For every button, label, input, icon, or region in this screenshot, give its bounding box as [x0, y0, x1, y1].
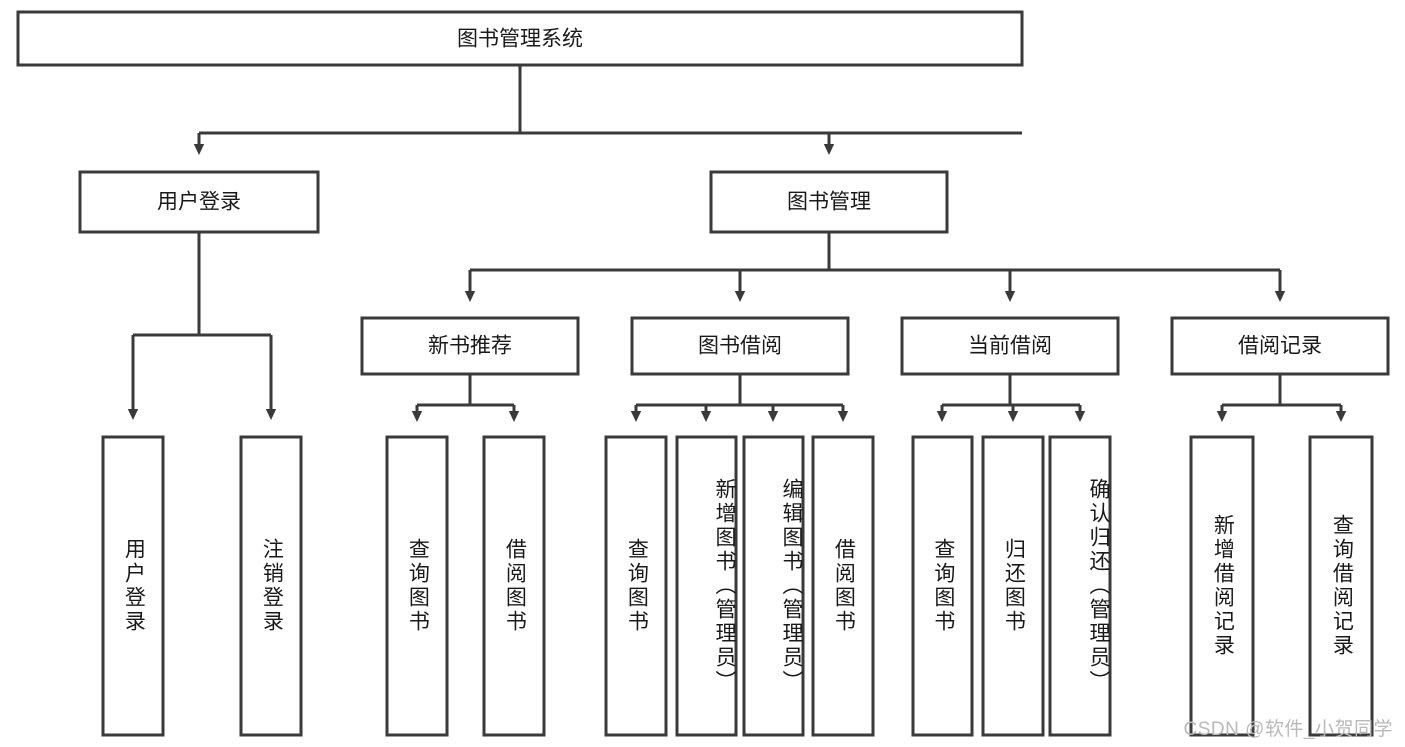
watermark: CSDN @软件_小贺同学 [1183, 719, 1393, 740]
leaf-box[interactable] [604, 435, 668, 737]
node-root-label: 图书管理系统 [457, 28, 583, 51]
connector-bookmgmt-to-level3 [464, 232, 1286, 302]
leaf-box[interactable] [911, 435, 974, 737]
leaf-box[interactable] [101, 435, 165, 737]
leaf-box[interactable] [742, 435, 805, 737]
node-user-login-label: 用户登录 [157, 191, 241, 214]
connector-current-to-leaves [936, 374, 1086, 422]
leaf-boxes [101, 435, 1374, 737]
leaf-box[interactable] [482, 435, 546, 737]
leaf-box[interactable] [239, 435, 303, 737]
node-new-book-recommend[interactable]: 新书推荐 [360, 316, 580, 376]
node-root[interactable]: 图书管理系统 [16, 10, 1024, 67]
leaf-box[interactable] [1308, 435, 1374, 737]
connector-userlogin-to-leaves [127, 232, 277, 420]
node-new-book-recommend-label: 新书推荐 [428, 335, 512, 358]
leaf-box[interactable] [385, 435, 449, 737]
connector-newbook-to-leaves [411, 374, 520, 422]
node-current-borrow[interactable]: 当前借阅 [900, 316, 1120, 376]
node-book-management-label: 图书管理 [787, 191, 871, 214]
node-user-login[interactable]: 用户登录 [78, 170, 320, 234]
connector-borrow-to-leaves [630, 374, 849, 422]
leaf-box[interactable] [1189, 435, 1255, 737]
node-book-borrow-label: 图书借阅 [698, 335, 782, 358]
node-current-borrow-label: 当前借阅 [968, 335, 1052, 358]
connector-record-to-leaves [1216, 374, 1347, 422]
node-borrow-record[interactable]: 借阅记录 [1170, 316, 1390, 376]
node-borrow-record-label: 借阅记录 [1238, 335, 1322, 358]
leaf-box[interactable] [981, 435, 1045, 737]
node-book-management[interactable]: 图书管理 [709, 170, 949, 234]
node-book-borrow[interactable]: 图书借阅 [630, 316, 850, 376]
leaf-box[interactable] [1048, 435, 1112, 737]
connector-root-to-level2 [193, 65, 1022, 155]
leaf-box[interactable] [675, 435, 738, 737]
leaf-box[interactable] [811, 435, 875, 737]
